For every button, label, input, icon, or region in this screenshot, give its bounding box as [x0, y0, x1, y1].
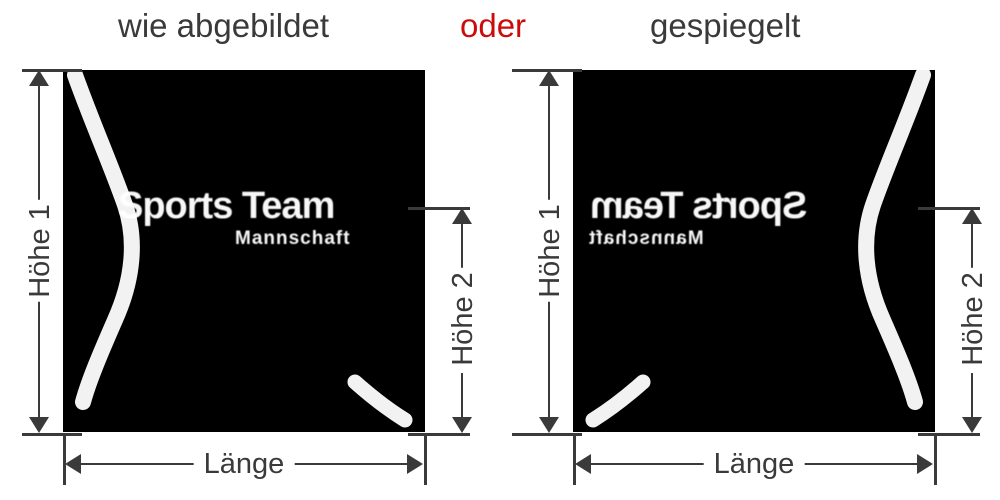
product-logo-line2: Mannschaft	[235, 228, 351, 249]
heading-separator: oder	[460, 7, 527, 44]
dimension-laenge-mirrored: Länge	[575, 444, 933, 484]
arrow-head-left-icon	[575, 454, 591, 474]
dimension-line-lower	[38, 301, 40, 419]
product-image-mirrored: Sports Team Mannschaft	[573, 70, 935, 432]
dimension-line-right	[789, 463, 919, 465]
dimension-hoehe-1-mirrored: Höhe 1	[527, 70, 573, 433]
arrow-head-up-icon	[29, 70, 49, 86]
dimension-line-lower	[971, 373, 973, 419]
dimension-line-right	[279, 463, 409, 465]
product-logo-line1: Sports Team	[118, 185, 335, 227]
dimension-label-hoehe-2: Höhe 2	[447, 268, 479, 370]
product-logo-line2-mirrored: Mannschaft	[588, 228, 704, 249]
arrow-head-left-icon	[65, 454, 81, 474]
arrow-head-down-icon	[539, 417, 559, 433]
product-logo-line1-mirrored: Sports Team	[591, 185, 808, 227]
arrow-head-up-icon	[452, 208, 472, 224]
extension-line-bot-right	[918, 433, 980, 436]
extension-line-right-bottom	[934, 433, 937, 485]
dimension-hoehe-2-as-shown: Höhe 2	[440, 208, 486, 433]
dimension-hoehe-1-as-shown: Höhe 1	[17, 70, 63, 433]
extension-line-bottom-left	[512, 433, 582, 436]
heading-mirrored: gespiegelt	[650, 7, 801, 44]
arrow-head-right-icon	[917, 454, 933, 474]
swoosh-graphic-mirrored	[585, 70, 931, 428]
arrow-head-down-icon	[29, 417, 49, 433]
extension-line-left-bottom	[63, 433, 66, 485]
dimension-label-laenge: Länge	[703, 444, 805, 484]
dimension-line-left	[79, 463, 209, 465]
extension-line-top-left	[22, 69, 82, 72]
dimension-line-left	[589, 463, 719, 465]
panel-as-shown: Sports Team Mannschaft Höhe 1 Höhe 2 Län…	[17, 69, 486, 485]
arrow-head-down-icon	[452, 417, 472, 433]
heading-as-shown: wie abgebildet	[118, 7, 329, 44]
dimension-line-upper	[548, 84, 550, 202]
product-image-as-shown: Sports Team Mannschaft	[63, 70, 425, 432]
arrow-head-right-icon	[407, 454, 423, 474]
panel-mirrored: Sports Team Mannschaft Höhe 1 Höhe 2 Län…	[500, 0, 1000, 500]
dimension-line-lower	[548, 301, 550, 419]
extension-line-right-bottom	[424, 433, 427, 485]
swoosh-graphic	[67, 70, 413, 428]
dimension-label-hoehe-1: Höhe 1	[24, 200, 56, 302]
dimension-label-laenge: Länge	[193, 444, 295, 484]
dimension-line-upper	[461, 222, 463, 268]
dimension-hoehe-2-mirrored: Höhe 2	[950, 208, 996, 433]
dimension-laenge-as-shown: Länge	[65, 444, 423, 484]
extension-line-bottom-left	[22, 433, 82, 436]
dimension-label-hoehe-1: Höhe 1	[534, 200, 566, 302]
extension-line-bot-right	[408, 433, 470, 436]
extension-line-left-bottom	[573, 433, 576, 485]
arrow-head-down-icon	[962, 417, 982, 433]
arrow-head-up-icon	[962, 208, 982, 224]
extension-line-top-right	[408, 207, 470, 210]
dimension-line-lower	[461, 373, 463, 419]
dimension-label-hoehe-2: Höhe 2	[957, 268, 989, 370]
arrow-head-up-icon	[539, 70, 559, 86]
extension-line-top-right	[918, 207, 980, 210]
dimension-line-upper	[38, 84, 40, 202]
dimension-line-upper	[971, 222, 973, 268]
